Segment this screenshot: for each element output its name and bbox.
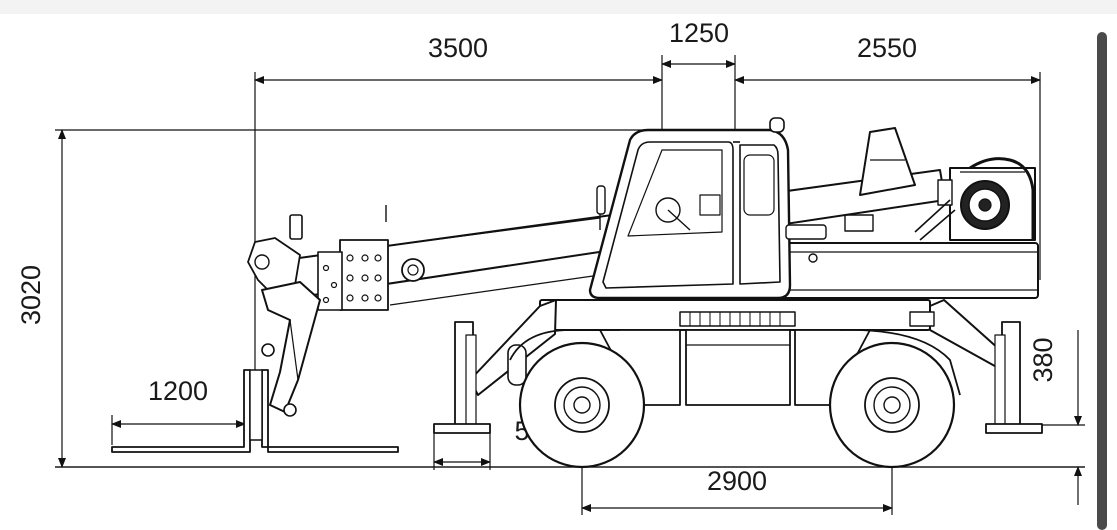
outrigger-rear [909,299,1043,434]
rear-fender [839,329,961,396]
chassis [539,299,931,406]
rear-body [769,214,1039,299]
dim-wheelbase: 2900 [707,466,767,496]
top-edge-strip [0,0,1117,14]
fork-arm [261,281,321,417]
dim-fork-length: 1200 [148,376,208,406]
forks [111,369,399,453]
dim-ground-clearance: 380 [1028,337,1058,382]
front-wheel [518,341,646,469]
dim-boom-front: 3500 [428,33,488,63]
front-fender [509,329,620,361]
engine-winch [914,157,1036,241]
boom-head [247,214,425,311]
dim-cab-offset: 1250 [669,18,729,48]
dim-overall-height: 3020 [16,265,46,325]
rear-wheel [828,341,956,469]
telehandler-machine [111,117,1043,469]
vertical-scrollbar[interactable] [1097,32,1107,530]
technical-drawing: 3500 1250 2550 3020 1200 500 2900 380 [16,18,1085,515]
dim-rear-overhang: 2550 [857,33,917,63]
outrigger-front [433,299,557,434]
operator-cab [588,117,827,300]
